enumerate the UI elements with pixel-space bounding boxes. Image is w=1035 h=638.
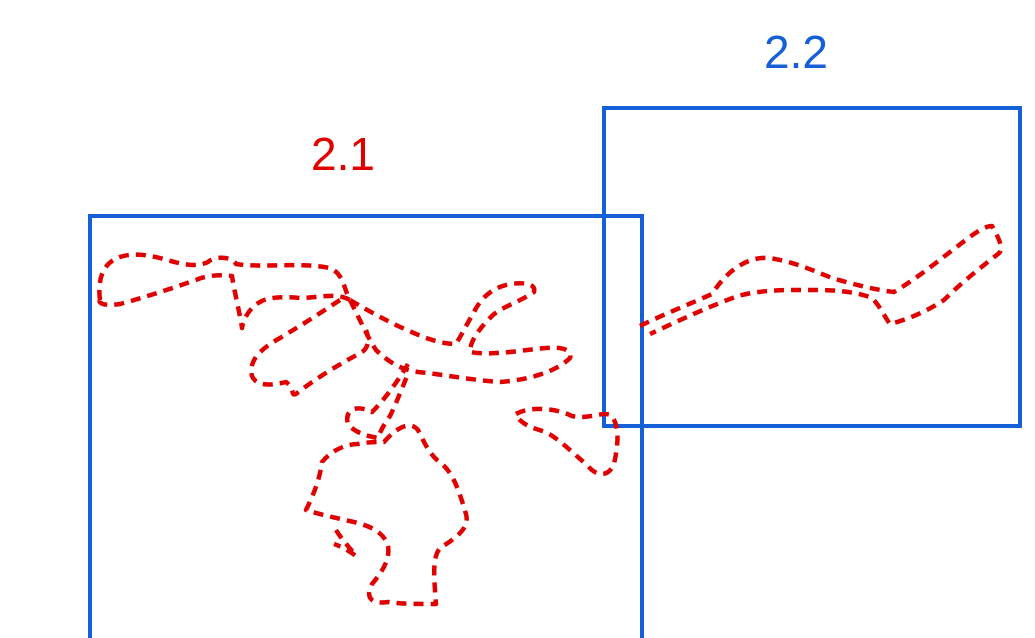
trace-loop-top-left: [99, 255, 350, 328]
region-label-right: 2.2: [764, 29, 828, 75]
trace-ribbon-center: [350, 283, 570, 382]
region-box-right: [604, 108, 1020, 426]
region-label-left: 2.1: [311, 131, 375, 177]
trace-branch-left-middle: [251, 300, 368, 394]
region-box-left: [90, 216, 642, 638]
trace-ribbon-right: [640, 226, 1001, 334]
trace-loop-lower-inner: [334, 530, 356, 556]
trace-loop-lower: [306, 426, 467, 604]
